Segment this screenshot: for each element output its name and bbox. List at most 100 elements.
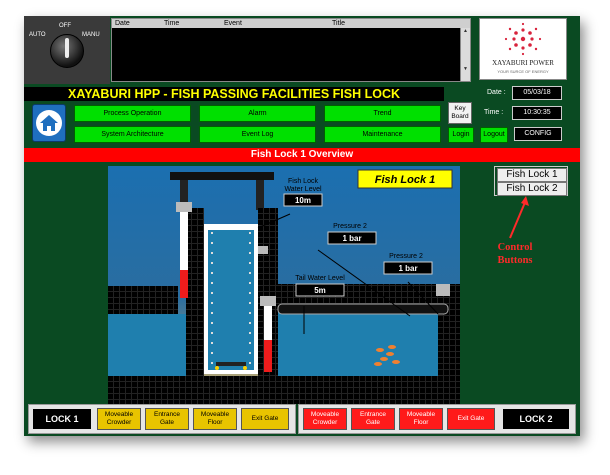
lock2-btn2-l1: Entrance: [359, 411, 387, 418]
event-log-col-date: Date: [115, 20, 130, 27]
right-wall: [438, 306, 460, 376]
gantry-post-right: [256, 180, 264, 210]
tail-water-value: 5m: [314, 286, 326, 295]
pressure2a-label: Pressure 2: [333, 223, 367, 230]
bypass-pipe: [277, 303, 449, 315]
moveable-floor: [216, 362, 246, 366]
lock1-btn1-l2: Crowder: [106, 419, 132, 426]
entrance-gate: [180, 210, 188, 270]
logout-button[interactable]: Logout: [480, 127, 508, 143]
scroll-down-icon[interactable]: ▼: [463, 66, 468, 72]
mode-auto-label: AUTO: [29, 32, 46, 38]
foundation: [108, 376, 460, 404]
application-title: XAYABURI HPP - FISH PASSING FACILITIES F…: [24, 87, 444, 101]
annotation-line1: Control: [497, 242, 533, 253]
headwater: [108, 314, 186, 376]
lock1-name: LOCK 1: [33, 409, 91, 429]
pressure2a-box: [327, 231, 377, 245]
pressure2b-label: Pressure 2: [389, 253, 423, 260]
home-button[interactable]: [32, 104, 66, 142]
keyboard-button[interactable]: Key Board: [448, 102, 472, 124]
lock1-btn3-l1: Moveable: [200, 411, 230, 418]
lock2-btn1-l1: Moveable: [310, 411, 340, 418]
valve-actuator: [258, 246, 268, 254]
floor-light-left: [215, 366, 219, 370]
event-log-scrollbar[interactable]: ▲ ▼: [460, 28, 470, 81]
keyboard-label-line2: Board: [451, 113, 469, 120]
lock-level-value: 10m: [295, 196, 311, 205]
lock1-btn4-l1: Exit Gate: [251, 415, 279, 422]
entrance-gate-red: [180, 270, 188, 298]
lock-wall-left: [186, 208, 204, 378]
nav-process-operation[interactable]: Process Operation: [74, 105, 191, 122]
mode-selector-panel: AUTO OFF MANU: [24, 16, 110, 84]
left-ground: [108, 286, 178, 314]
lock2-name: LOCK 2: [503, 409, 569, 429]
tail-water-label: Tail Water Level: [295, 275, 345, 282]
time-value: 10:30:35: [512, 106, 562, 120]
date-label: Date :: [487, 89, 506, 96]
event-log-panel[interactable]: Date Time Event Title ▲ ▼: [111, 18, 471, 82]
exit-gate: [264, 306, 272, 340]
pressure2b-value: 1 bar: [398, 264, 417, 273]
lock1-btn2-l1: Entrance: [153, 411, 181, 418]
pressure2b-box: [383, 261, 433, 275]
gantry-beam: [170, 172, 274, 180]
company-logo: XAYABURI POWER YOUR SURCE OF ENERGY: [479, 18, 567, 80]
home-icon: [36, 110, 62, 136]
fish-lock-name: Fish Lock 1: [375, 174, 436, 186]
config-button[interactable]: CONFIG: [514, 127, 562, 141]
floor-light-right: [243, 366, 247, 370]
event-log-col-title: Title: [332, 20, 345, 27]
tail-water: [278, 306, 460, 376]
annotation-line2: Buttons: [497, 255, 533, 266]
nav-alarm[interactable]: Alarm: [199, 105, 316, 122]
lock1-btn3-l2: Floor: [207, 419, 223, 426]
nav-maintenance[interactable]: Maintenance: [324, 126, 441, 143]
nav-trend[interactable]: Trend: [324, 105, 441, 122]
pipe-valve: [436, 284, 450, 296]
lock-level-leader: [257, 213, 291, 229]
nav-event-log[interactable]: Event Log: [199, 126, 316, 143]
gate-actuator-right: [260, 296, 276, 306]
lock-level-box: [283, 193, 323, 207]
lock-water: [208, 230, 254, 370]
lock2-btn4-l1: Exit Gate: [457, 415, 485, 422]
exit-gate-red: [264, 340, 272, 372]
scroll-up-icon[interactable]: ▲: [463, 28, 468, 34]
nav-system-architecture[interactable]: System Architecture: [74, 126, 191, 143]
lock-selector: Fish Lock 1 Fish Lock 2: [494, 166, 568, 196]
date-value: 05/03/18: [512, 86, 562, 100]
lock1-btn1-l1: Moveable: [104, 411, 134, 418]
event-log-header: Date Time Event Title: [112, 19, 470, 28]
pressure2a-leader: [317, 249, 411, 317]
lock2-exit-gate-button[interactable]: Exit Gate: [447, 408, 495, 430]
lock2-btn3-l1: Moveable: [406, 411, 436, 418]
mode-manu-label: MANU: [82, 32, 100, 38]
lock-level-label-1: Fish Lock: [288, 178, 318, 185]
login-button[interactable]: Login: [448, 127, 474, 143]
mode-off-label: OFF: [59, 23, 71, 29]
lock1-exit-gate-button[interactable]: Exit Gate: [241, 408, 289, 430]
time-label: Time :: [484, 109, 504, 116]
fish-lock-1-button[interactable]: Fish Lock 1: [497, 168, 567, 182]
pressure2a-value: 1 bar: [342, 234, 361, 243]
tail-water-box: [295, 283, 345, 297]
page-title: Fish Lock 1 Overview: [24, 148, 580, 162]
event-log-col-event: Event: [224, 20, 242, 27]
lock2-btn2-l2: Gate: [365, 419, 381, 426]
scada-window: AUTO OFF MANU Date Time Event Title ▲ ▼: [24, 16, 580, 436]
mode-knob-icon[interactable]: [50, 34, 84, 68]
event-log-col-time: Time: [164, 20, 180, 27]
fish-icon: [374, 345, 400, 366]
fish-lock-2-button[interactable]: Fish Lock 2: [497, 182, 567, 196]
